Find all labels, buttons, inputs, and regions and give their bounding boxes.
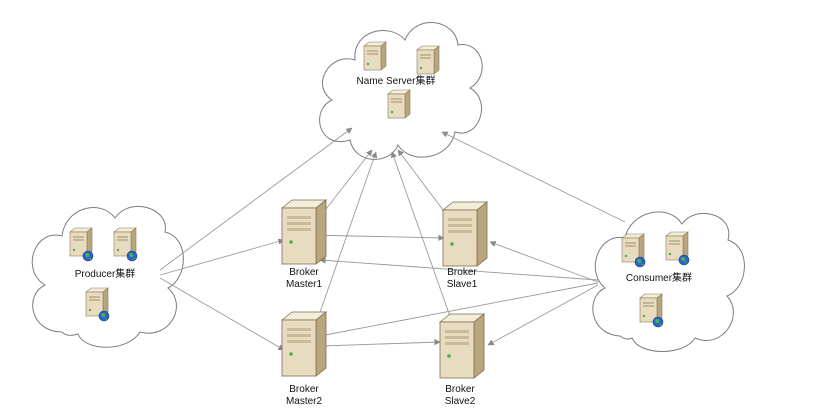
- broker-master2-label-line1: Broker: [289, 384, 319, 395]
- globe-icon: [82, 250, 94, 262]
- name-server-node-1: [363, 41, 387, 71]
- broker-master1-label: Broker Master1: [276, 267, 332, 291]
- edge-master2-nameserver: [317, 151, 378, 319]
- edge-consumer-slave2: [487, 284, 599, 346]
- edge-slave2-nameserver: [390, 151, 453, 323]
- producer-cluster-label: Producer集群: [74, 269, 136, 280]
- edge-producer-nameserver: [159, 127, 353, 271]
- broker-master2-label: Broker Master2: [276, 384, 332, 408]
- broker-slave2-label: Broker Slave2: [432, 384, 488, 408]
- broker-slave1-server: [442, 201, 488, 267]
- broker-master1-label-line1: Broker: [289, 267, 319, 278]
- edge-consumer-master2: [319, 282, 599, 339]
- globe-icon: [678, 254, 690, 266]
- globe-icon: [98, 310, 110, 322]
- edge-master1-slave1: [307, 234, 445, 242]
- broker-slave2-label-line2: Slave2: [444, 396, 476, 407]
- consumer-cluster-label: Consumer集群: [625, 273, 693, 284]
- globe-icon: [126, 250, 138, 262]
- edge-producer-master2: [159, 277, 285, 351]
- connection-lines: [159, 127, 626, 351]
- globe-icon: [652, 316, 664, 328]
- broker-master1-label-line2: Master1: [285, 279, 323, 290]
- broker-slave1-label-line2: Slave1: [446, 279, 478, 290]
- broker-master2-label-line2: Master2: [285, 396, 323, 407]
- broker-slave1-label: Broker Slave1: [434, 267, 490, 291]
- broker-slave2-label-line1: Broker: [445, 384, 475, 395]
- edge-consumer-slave1: [489, 241, 599, 283]
- edge-producer-master1: [159, 238, 285, 276]
- edge-master2-slave2: [321, 339, 441, 347]
- broker-slave1-label-line1: Broker: [447, 267, 477, 278]
- name-server-cluster-label: Name Server集群: [356, 76, 436, 87]
- edge-consumer-nameserver: [441, 131, 626, 223]
- name-server-node-3: [387, 89, 411, 119]
- broker-slave2-server: [439, 313, 485, 379]
- edge-consumer-master1: [319, 257, 599, 281]
- broker-master1-server: [281, 199, 327, 265]
- broker-master2-server: [281, 311, 327, 377]
- name-server-node-2: [416, 45, 440, 75]
- globe-icon: [634, 256, 646, 268]
